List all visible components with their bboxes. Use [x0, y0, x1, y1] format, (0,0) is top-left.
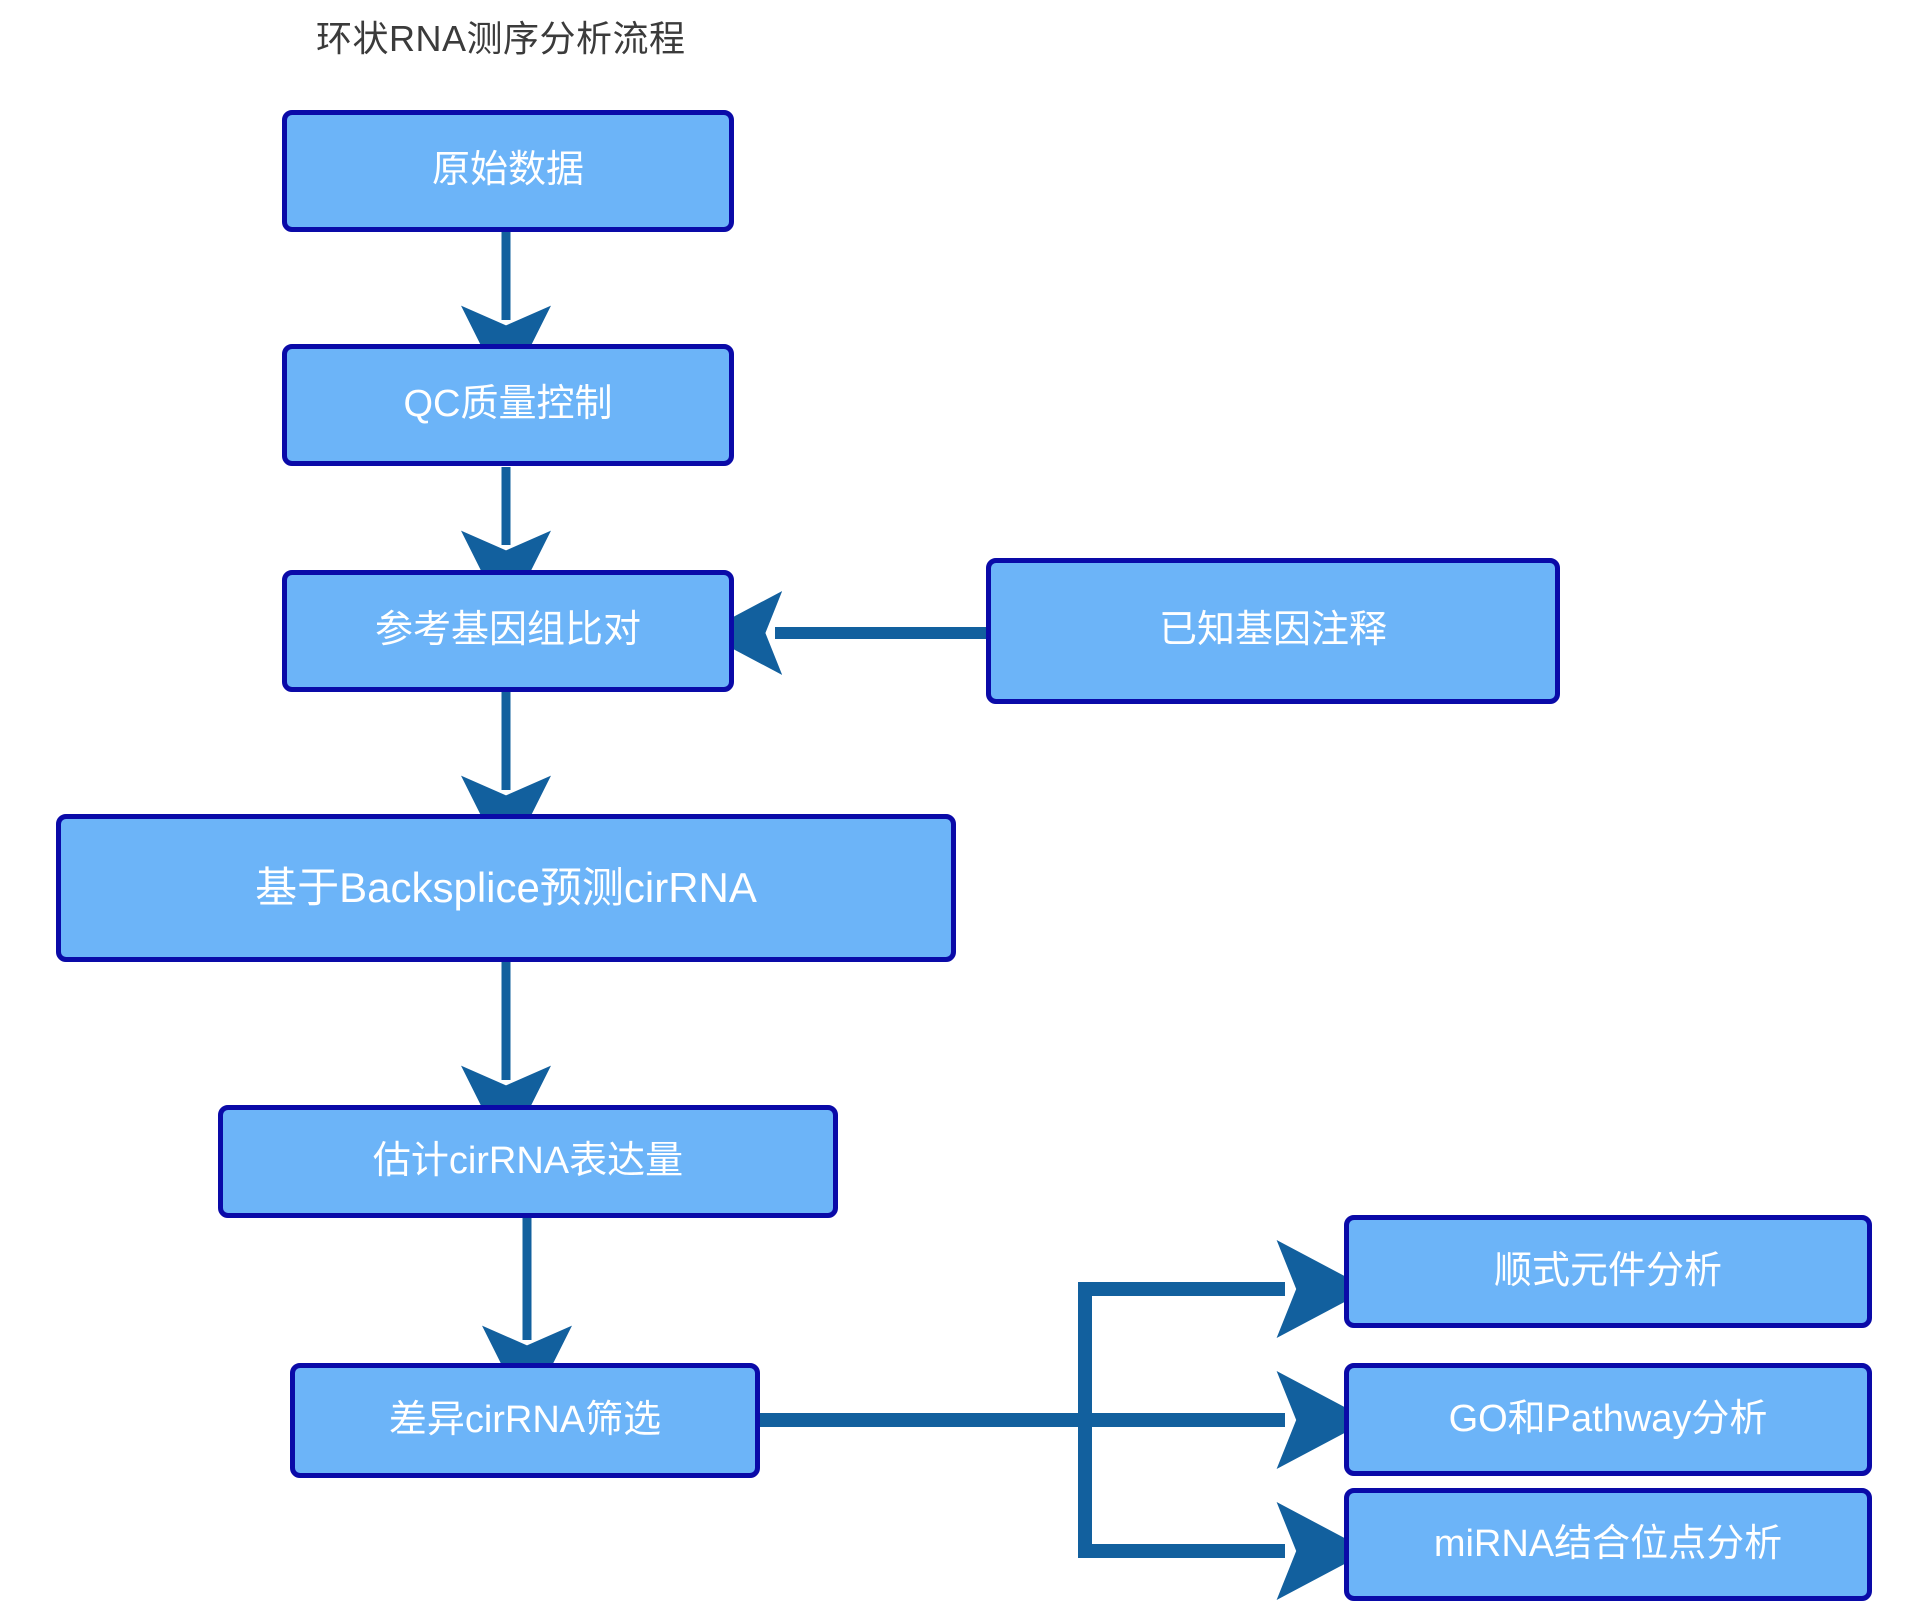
node-qc[interactable]: QC质量控制: [282, 344, 734, 466]
node-known-gene-annotation[interactable]: 已知基因注释: [986, 558, 1560, 704]
node-cis-element-analysis[interactable]: 顺式元件分析: [1344, 1215, 1872, 1328]
page-title: 环状RNA测序分析流程: [316, 18, 686, 59]
node-go-pathway-analysis[interactable]: GO和Pathway分析: [1344, 1363, 1872, 1476]
node-differential-screening[interactable]: 差异cirRNA筛选: [290, 1363, 760, 1478]
node-backsplice-prediction[interactable]: 基于Backsplice预测cirRNA: [56, 814, 956, 962]
node-raw-data[interactable]: 原始数据: [282, 110, 734, 232]
node-mirna-binding-site-analysis[interactable]: miRNA结合位点分析: [1344, 1488, 1872, 1601]
node-reference-alignment[interactable]: 参考基因组比对: [282, 570, 734, 692]
node-estimate-expression[interactable]: 估计cirRNA表达量: [218, 1105, 838, 1218]
edge-diffscreen-trunk: [757, 1289, 1092, 1551]
